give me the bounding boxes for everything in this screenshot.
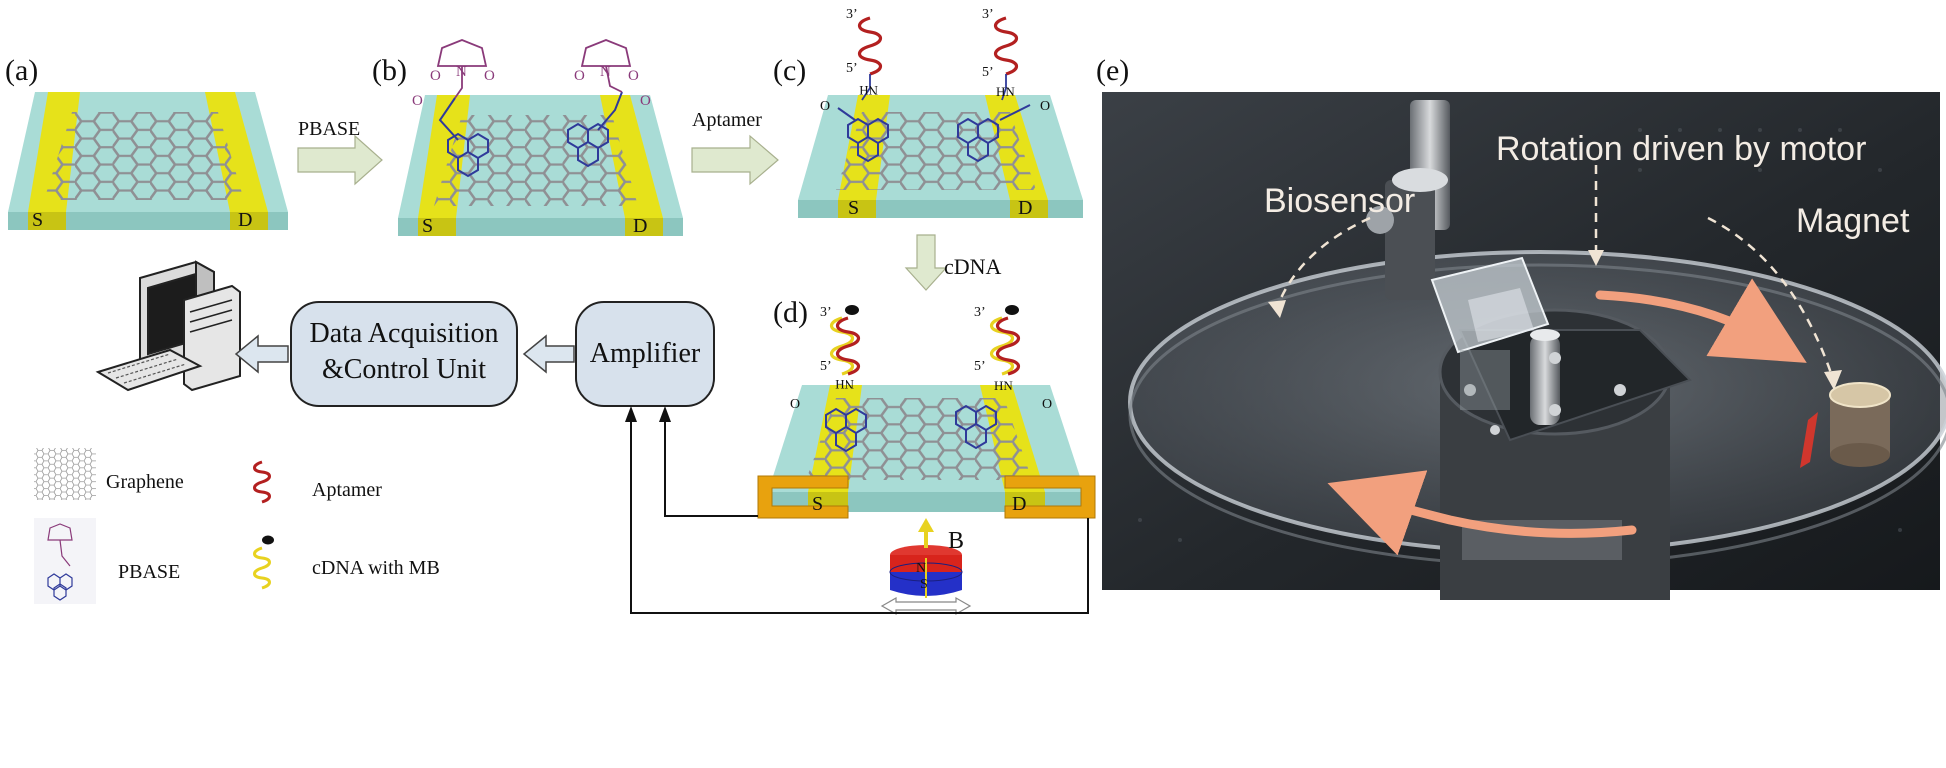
- legend-pbase-label: PBASE: [118, 561, 180, 583]
- source-label: S: [848, 197, 859, 219]
- photo-magnet: [1800, 382, 1891, 468]
- flow-arrow: [522, 334, 575, 374]
- flow-arrow: [234, 334, 289, 374]
- pointer-arrowhead: [1824, 370, 1842, 390]
- atom-o: O: [430, 68, 441, 84]
- atom-n: N: [456, 64, 467, 80]
- three-prime-label: 3’: [820, 305, 832, 320]
- legend-pbase-swatch: [34, 518, 96, 604]
- atom-n: N: [600, 64, 611, 80]
- three-prime-label: 3’: [846, 7, 858, 22]
- device-d: 3’ 5’ 3’ 5’ NH HN O O S D: [757, 305, 1096, 519]
- magnet: B N S: [880, 518, 972, 616]
- magnet-south-label: S: [920, 577, 928, 592]
- photo-label-magnet: Magnet: [1796, 202, 1910, 240]
- pointer-arrowhead: [1268, 300, 1286, 318]
- step-label-cdna: cDNA: [944, 254, 1002, 279]
- panel-label-d: (d): [773, 296, 808, 329]
- double-arrow: [880, 596, 972, 616]
- panel-label-c: (c): [773, 54, 806, 87]
- step-label-pbase: PBASE: [298, 118, 360, 140]
- legend-aptamer-label: Aptamer: [312, 479, 382, 501]
- computer-icon: [95, 260, 241, 392]
- atom-o: O: [790, 397, 800, 412]
- source-label: S: [32, 209, 43, 231]
- source-label: S: [422, 215, 433, 237]
- atom-o: O: [640, 93, 651, 109]
- rotation-arrow-top: [1595, 278, 1807, 363]
- legend-graphene-swatch: [34, 448, 96, 500]
- drain-label: D: [1018, 197, 1032, 219]
- step-label-aptamer: Aptamer: [692, 109, 762, 131]
- legend-aptamer-swatch: [253, 460, 271, 504]
- five-prime-label: 5’: [982, 65, 994, 80]
- magnet-north-label: N: [916, 561, 926, 576]
- atom-o: O: [412, 93, 423, 109]
- step-arrow-aptamer: Aptamer: [691, 109, 779, 186]
- atom-o: O: [1040, 99, 1050, 114]
- wire-arrowhead: [659, 406, 671, 422]
- atom-o: O: [1042, 397, 1052, 412]
- legend-cdna-label: cDNA with MB: [312, 557, 440, 579]
- pointer-arrowhead: [1588, 250, 1604, 266]
- atom-o: O: [484, 68, 495, 84]
- panel-label-e: (e): [1096, 54, 1129, 87]
- magnetic-bead: [1005, 305, 1019, 315]
- atom-o: O: [628, 68, 639, 84]
- amide-label: NH: [835, 377, 854, 392]
- three-prime-label: 3’: [974, 305, 986, 320]
- device-c: 3’ 5’ 3’ 5’ NH HN O O S D: [798, 7, 1083, 219]
- amide-label: HN: [996, 84, 1015, 99]
- device-a: S D: [8, 92, 288, 231]
- device-b: O N O O O N O O S D: [398, 39, 683, 237]
- atom-o: O: [574, 68, 585, 84]
- graphene-sheet: [836, 112, 1036, 190]
- photo-label-biosensor: Biosensor: [1264, 182, 1415, 220]
- drain-label: D: [1012, 493, 1026, 515]
- drain-label: D: [633, 215, 647, 237]
- amplifier-block: Amplifier: [575, 301, 715, 407]
- atom-o: O: [820, 99, 830, 114]
- legend-cdna-swatch: [253, 535, 274, 590]
- rotation-arrow-bottom: [1327, 470, 1637, 556]
- daq-control-block: Data Acquisition &Control Unit: [290, 301, 518, 407]
- drain-contact: [1004, 475, 1096, 519]
- five-prime-label: 5’: [846, 61, 858, 76]
- amide-label: NH: [859, 83, 878, 98]
- source-contact: [757, 475, 849, 519]
- panel-label-b: (b): [372, 54, 407, 87]
- daq-label-line1: Data Acquisition: [310, 318, 499, 349]
- five-prime-label: 5’: [820, 359, 832, 374]
- panel-label-a: (a): [5, 54, 38, 87]
- drain-label: D: [238, 209, 252, 231]
- pointer-magnet: [1707, 216, 1834, 377]
- motor: [1438, 308, 1692, 600]
- step-arrow-cdna: cDNA: [904, 234, 1002, 291]
- graphene-sheet: [44, 112, 244, 200]
- biosensor-holder: [1366, 100, 1550, 410]
- three-prime-label: 3’: [982, 7, 994, 22]
- amplifier-label: Amplifier: [590, 338, 701, 369]
- step-arrow-pbase: PBASE: [297, 118, 383, 186]
- daq-label-line2: &Control Unit: [322, 354, 486, 385]
- amide-label: HN: [994, 378, 1013, 393]
- source-label: S: [812, 493, 823, 515]
- magnetic-bead: [845, 305, 859, 315]
- setup-photo: Rotation driven by motor Biosensor Magne…: [1102, 92, 1946, 600]
- wire-arrowhead: [625, 406, 637, 422]
- legend: Graphene PBASE Aptamer cDNA with MB: [34, 448, 440, 604]
- wiring: [630, 418, 1089, 614]
- five-prime-label: 5’: [974, 359, 986, 374]
- pointer-biosensor: [1276, 216, 1371, 306]
- magnet-field-label: B: [948, 528, 964, 554]
- photo-label-rotation: Rotation driven by motor: [1496, 130, 1866, 168]
- legend-graphene-label: Graphene: [106, 471, 184, 493]
